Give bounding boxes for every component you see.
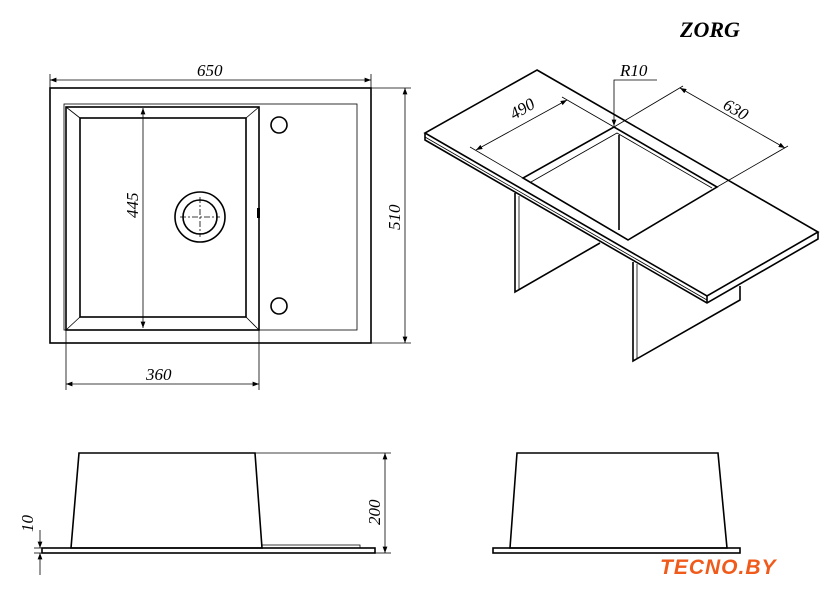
dim-r10: R10 — [619, 61, 648, 80]
dim-360: 360 — [145, 365, 172, 384]
drain-outer — [174, 191, 226, 243]
model-title: ZORG — [679, 17, 740, 42]
dim-630: 630 — [720, 95, 752, 124]
isometric-view: 490 630 R10 — [423, 61, 820, 363]
overflow-hole — [270, 297, 288, 315]
logo: TECNO.BY — [660, 556, 777, 580]
side-view-right — [492, 452, 741, 554]
dim-650: 650 — [197, 61, 223, 80]
dim-10: 10 — [18, 515, 37, 533]
dim-510: 510 — [385, 204, 404, 230]
dim-200: 200 — [365, 499, 384, 525]
logo-text: TECNO.BY — [660, 556, 777, 579]
dim-445: 445 — [123, 193, 142, 219]
tap-hole — [270, 116, 288, 134]
dim-490: 490 — [507, 94, 539, 123]
side-view-left: 200 10 — [18, 452, 391, 575]
plan-view: 650 510 445 360 — [49, 61, 411, 390]
